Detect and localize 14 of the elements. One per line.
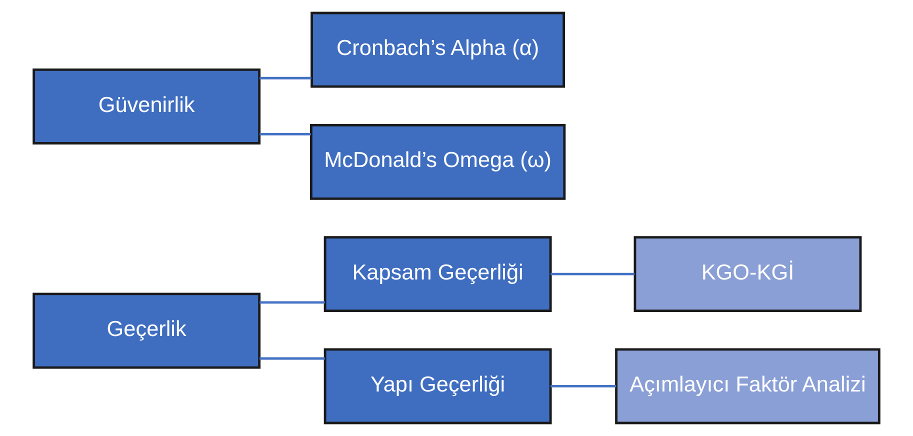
connector [260, 132, 311, 136]
node-box: KGO-KGİ [634, 236, 862, 312]
connector [260, 76, 312, 80]
node-box: Geçerlik [32, 292, 261, 369]
connector [260, 357, 325, 360]
node-box: McDonald’s Omega (ω) [310, 124, 566, 200]
node-box: Kapsam Geçerliği [324, 236, 552, 312]
node-box: Açımlayıcı Faktör Analizi [615, 348, 880, 424]
connector [550, 272, 635, 276]
node-box: Güvenirlik [32, 68, 261, 144]
node-box: Cronbach’s Alpha (α) [310, 12, 566, 88]
connector [550, 385, 616, 388]
connector [260, 301, 325, 304]
node-box: Yapı Geçerliği [324, 348, 552, 424]
